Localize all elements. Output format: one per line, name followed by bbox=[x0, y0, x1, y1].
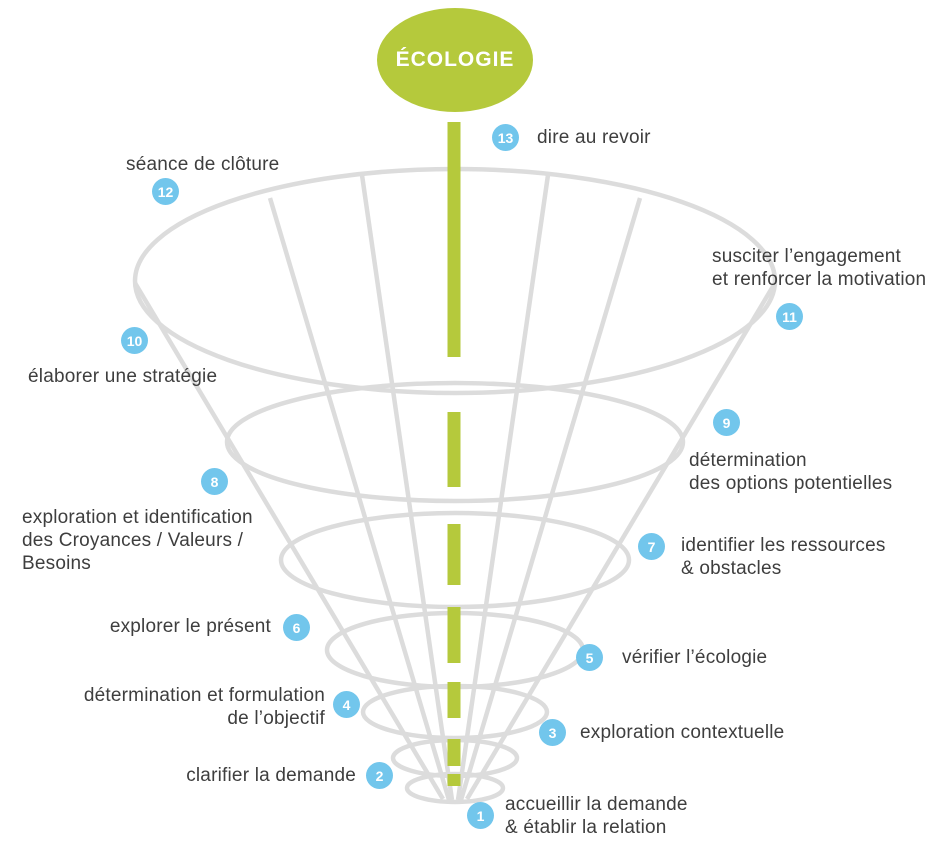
step-4-badge: 4 bbox=[333, 691, 360, 718]
step-8-label: exploration et identification des Croyan… bbox=[22, 507, 253, 574]
step-7-badge: 7 bbox=[638, 533, 665, 560]
step-5-label: vérifier l’écologie bbox=[622, 647, 768, 668]
step-13-badge: 13 bbox=[492, 124, 519, 151]
step-1-label: accueillir la demande & établir la relat… bbox=[505, 794, 688, 838]
step-12-badge: 12 bbox=[152, 178, 179, 205]
step-9-badge: 9 bbox=[713, 409, 740, 436]
ecology-ellipse: ÉCOLOGIE bbox=[377, 8, 533, 112]
step-10-badge: 10 bbox=[121, 327, 148, 354]
step-10-label: élaborer une stratégie bbox=[28, 366, 218, 387]
step-9-label: détermination des options potentielles bbox=[689, 450, 893, 494]
step-3-badge: 3 bbox=[539, 719, 566, 746]
step-11-badge: 11 bbox=[776, 303, 803, 330]
step-6-label: explorer le présent bbox=[109, 616, 271, 637]
step-5-badge: 5 bbox=[576, 644, 603, 671]
ecology-title: ÉCOLOGIE bbox=[395, 48, 515, 71]
step-2-label: clarifier la demande bbox=[186, 765, 356, 786]
step-2-badge: 2 bbox=[366, 762, 393, 789]
step-7-label: identifier les ressources & obstacles bbox=[681, 535, 886, 579]
step-12-label: séance de clôture bbox=[126, 154, 280, 175]
step-6-badge: 6 bbox=[283, 614, 310, 641]
step-8-badge: 8 bbox=[201, 468, 228, 495]
step-1-badge: 1 bbox=[467, 802, 494, 829]
step-4-label: détermination et formulation de l’object… bbox=[83, 685, 325, 729]
funnel-meridians bbox=[133, 174, 777, 801]
step-13-label: dire au revoir bbox=[537, 127, 651, 148]
step-11-label: susciter l’engagement et renforcer la mo… bbox=[712, 246, 927, 290]
step-3-label: exploration contextuelle bbox=[580, 722, 785, 743]
